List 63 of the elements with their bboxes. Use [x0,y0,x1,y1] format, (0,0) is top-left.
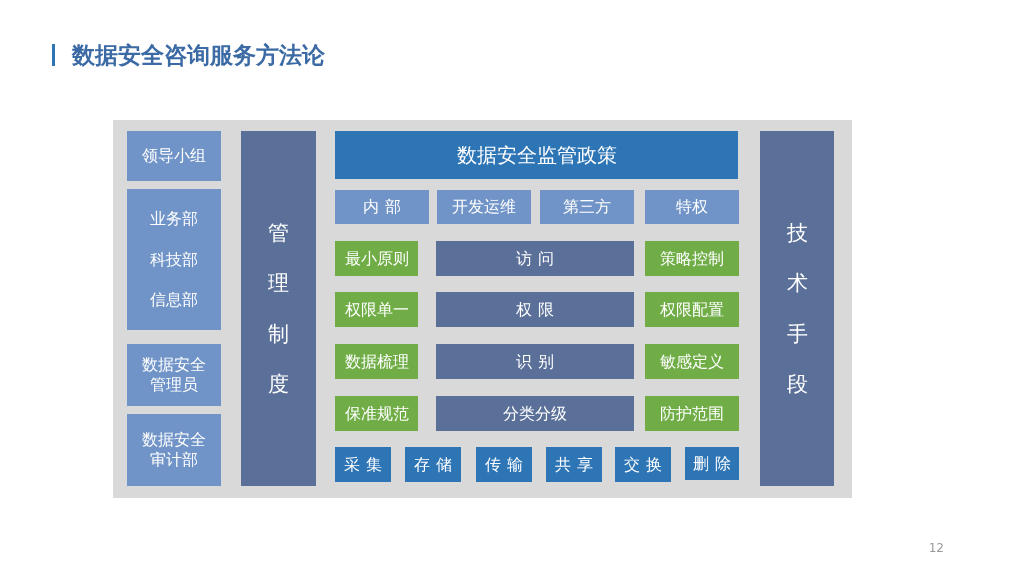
box-label: 采 集 [344,454,382,475]
box-label: 数据安全监管政策 [456,142,617,168]
principle-box [335,292,418,327]
lifecycle-box [615,447,671,482]
box-label: 分类分级 [503,403,567,424]
box-label: 共 享 [555,454,593,475]
control-bar [436,241,634,276]
box-label: 科技部 [150,249,198,270]
box-label: 识 别 [516,351,554,372]
box-label: 权 限 [516,299,554,320]
pillar-bar [241,131,316,486]
category-box [540,190,634,224]
box-label: 权限单一 [344,299,409,320]
box-label: 业务部 [150,209,198,230]
principle-box [335,241,418,276]
box-label: 存 储 [414,454,452,475]
category-box [335,190,429,224]
box-label: 开发运维 [452,197,516,217]
box-label: 领导小组 [142,146,206,166]
vertical-label: 技术手段 [785,219,809,398]
control-bar [436,292,634,327]
organization-box [127,131,221,181]
organization-box [127,414,221,486]
box-label: 访 问 [516,248,554,269]
pillar-bar [760,131,834,486]
principle-box [335,396,418,431]
policy-banner [335,131,738,179]
category-box [645,190,739,224]
box-label: 数据安全管理员 [141,355,207,395]
page-number: 12 [928,541,944,555]
lifecycle-box [335,447,391,482]
box-label: 信息部 [150,289,198,310]
principle-box [645,292,739,327]
panel-background [113,120,852,498]
lifecycle-box [685,447,739,480]
lifecycle-box [405,447,461,482]
box-label: 权限配置 [660,299,724,320]
category-box [437,190,531,224]
box-label: 敏感定义 [660,351,724,372]
principle-box [645,344,739,379]
lifecycle-box [476,447,532,482]
lifecycle-box [546,447,602,482]
organization-box [127,344,221,406]
box-label: 保准规范 [344,403,409,424]
vertical-label: 管理制度 [267,219,290,398]
box-label: 删 除 [693,453,731,474]
box-label: 内 部 [363,197,401,217]
box-label: 交 换 [624,454,662,475]
control-bar [436,344,634,379]
page-title: 数据安全咨询服务方法论 [72,41,325,70]
principle-box [645,396,739,431]
box-label: 最小原则 [344,248,409,269]
box-label: 数据梳理 [344,351,409,372]
box-label: 策略控制 [660,248,724,269]
box-label: 防护范围 [660,403,724,424]
box-label: 特权 [676,197,708,217]
box-label: 第三方 [563,197,611,217]
control-bar [436,396,634,431]
box-label: 数据安全审计部 [141,430,207,470]
principle-box [645,241,739,276]
organization-box [127,189,221,330]
principle-box [335,344,418,379]
box-label: 传 输 [485,454,523,475]
